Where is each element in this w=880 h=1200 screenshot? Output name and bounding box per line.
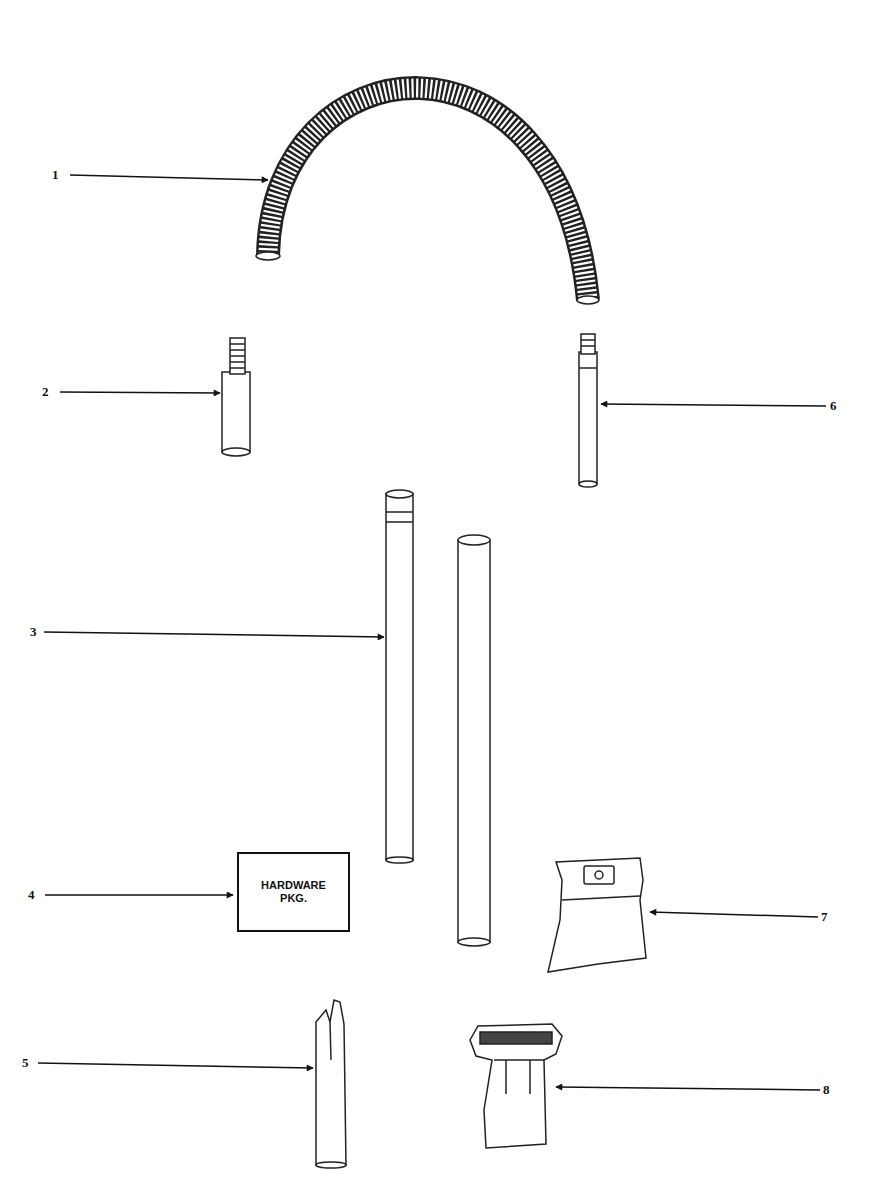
crevice-tool [316, 1000, 346, 1168]
handle-tube [579, 334, 597, 487]
callout-number: 6 [830, 399, 837, 412]
callout-number: 2 [42, 385, 49, 398]
dust-bag [548, 858, 646, 972]
callout-number: 4 [28, 888, 35, 901]
upholstery-nozzle [470, 1024, 562, 1148]
hose [256, 88, 599, 304]
callout-number: 8 [823, 1083, 830, 1096]
callout-number: 7 [821, 910, 828, 923]
leader-lines [38, 175, 826, 1090]
extension-wand [386, 490, 490, 946]
hardware-package-box: HARDWARE PKG. [237, 852, 350, 932]
callout-number: 1 [52, 168, 59, 181]
callout-number: 5 [22, 1056, 29, 1069]
box-label: HARDWARE PKG. [258, 879, 330, 905]
hose-coupling [222, 338, 250, 456]
callout-number: 3 [30, 625, 37, 638]
